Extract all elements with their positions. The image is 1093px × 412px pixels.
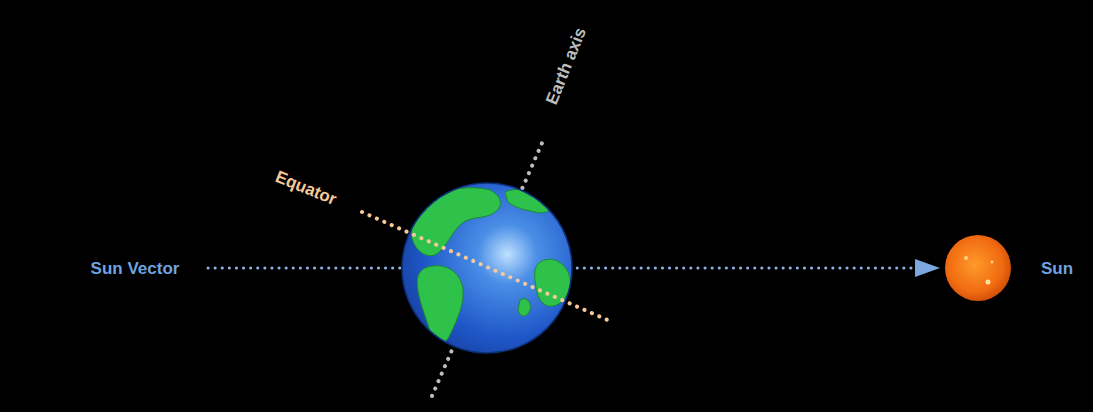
earth-axis-label: Earth axis [543,25,589,107]
sun-vector-label: Sun Vector [91,260,180,277]
sun-label: Sun [1041,260,1073,277]
sun-vector-arrowhead [915,259,940,277]
sun-disc [945,235,1011,301]
equator-label: Equator [273,168,339,208]
equator-line [362,212,612,322]
